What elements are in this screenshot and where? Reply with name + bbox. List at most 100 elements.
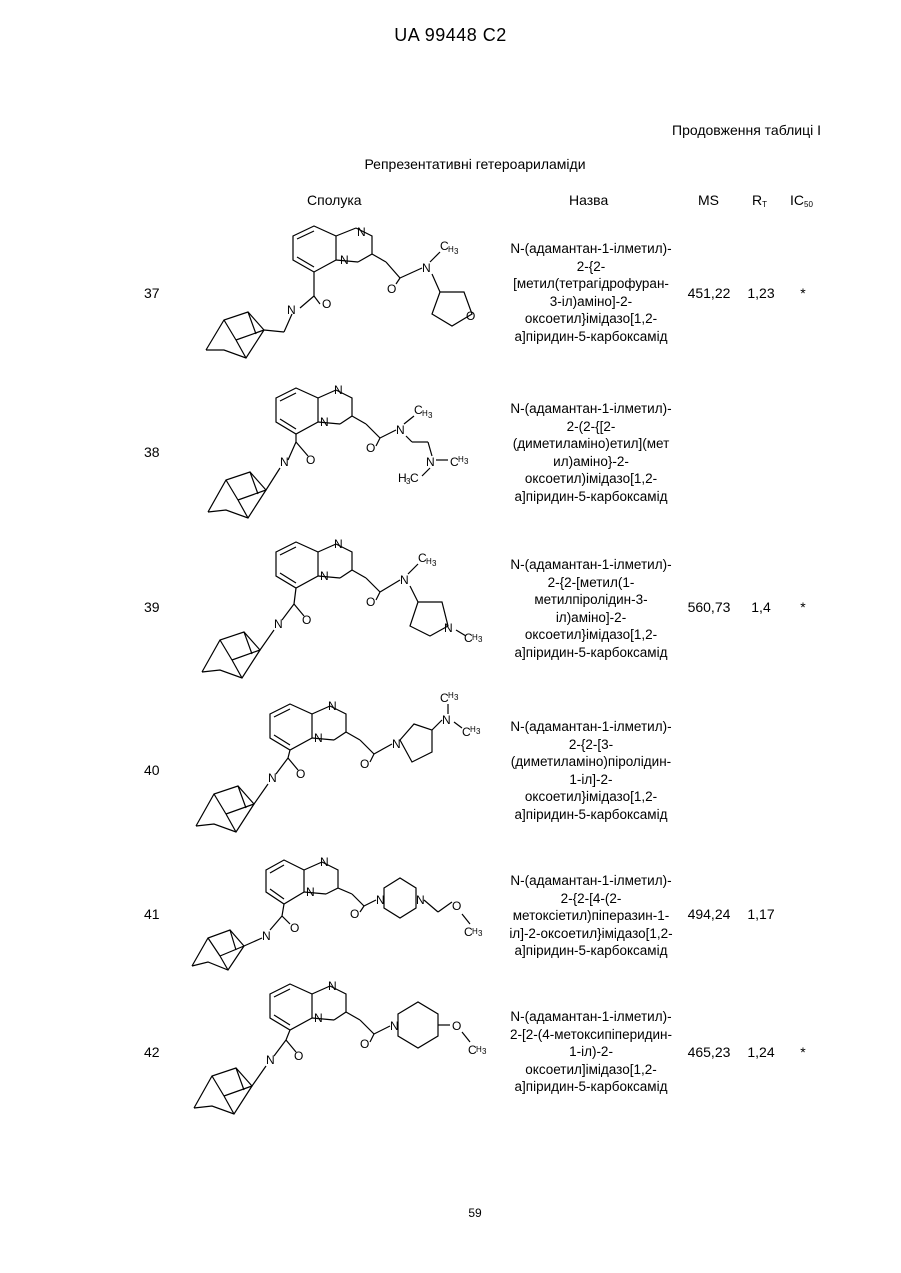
row-number: 42 (144, 1044, 160, 1060)
svg-text:N: N (416, 893, 425, 907)
compound-name-line: N-(адамантан-1-ілметил)- (486, 872, 696, 890)
compound-name-line: a]піридин-5-карбоксамід (486, 1078, 696, 1096)
compound-name-line: 2-{2-[3- (486, 736, 696, 754)
svg-text:N: N (320, 569, 329, 583)
compound-name: N-(адамантан-1-ілметил)-2-{2-[3-(диметил… (486, 718, 696, 823)
compound-name-line: іл)аміно]-2- (486, 609, 696, 627)
svg-text:N: N (376, 893, 385, 907)
compound-name-line: оксоетил]імідазо[1,2- (486, 1061, 696, 1079)
compound-name: N-(адамантан-1-ілметил)-2-{2-[метил(1-ме… (486, 556, 696, 661)
svg-text:O: O (387, 282, 396, 296)
svg-text:3: 3 (454, 693, 459, 702)
compound-name-line: 1-іл]-2- (486, 771, 696, 789)
svg-text:O: O (296, 767, 305, 781)
compound-name: N-(адамантан-1-ілметил)-2-[2-(4-метоксип… (486, 1008, 696, 1096)
svg-text:O: O (302, 613, 311, 627)
svg-text:O: O (290, 921, 299, 935)
svg-text:N: N (274, 617, 283, 631)
svg-text:O: O (360, 757, 369, 771)
compound-name-line: оксоетил}імідазо[1,2- (486, 626, 696, 644)
column-header-rt: RT (752, 192, 767, 209)
svg-text:O: O (452, 1019, 461, 1033)
svg-text:N: N (280, 455, 289, 469)
svg-text:N: N (426, 455, 435, 469)
svg-text:N: N (340, 253, 349, 267)
svg-text:N: N (328, 699, 337, 713)
compound-name-line: N-(адамантан-1-ілметил)- (486, 718, 696, 736)
rt-value: 1,23 (736, 285, 786, 301)
svg-text:O: O (452, 899, 461, 913)
svg-text:N: N (400, 573, 409, 587)
compound-name-line: (диметиламіно)етил](мет (486, 435, 696, 453)
svg-text:C: C (410, 471, 419, 485)
structure-40: N O NN O N N CH3 CH3 (186, 690, 496, 840)
page-number: 59 (0, 1206, 901, 1220)
compound-name-line: a]піридин-5-карбоксамід (486, 942, 696, 960)
svg-text:3: 3 (454, 247, 459, 256)
rt-value: 1,17 (736, 906, 786, 922)
rt-value: 1,24 (736, 1044, 786, 1060)
compound-name-line: 2-{2-[метил(1- (486, 574, 696, 592)
row-number: 41 (144, 906, 160, 922)
compound-name-line: N-(адамантан-1-ілметил)- (486, 556, 696, 574)
compound-name: N-(адамантан-1-ілметил)-2-(2-{[2-(димети… (486, 400, 696, 505)
row-number: 38 (144, 444, 160, 460)
ms-value: 494,24 (678, 906, 740, 922)
svg-text:N: N (287, 303, 296, 317)
compound-name-line: метилпіролідин-3- (486, 591, 696, 609)
svg-text:O: O (360, 1037, 369, 1051)
svg-text:N: N (268, 771, 277, 785)
svg-text:O: O (294, 1049, 303, 1063)
svg-text:N: N (334, 383, 343, 397)
svg-text:O: O (322, 297, 331, 311)
svg-text:3: 3 (476, 727, 481, 736)
structure-37: N O NN O N CH3 O (196, 222, 486, 362)
compound-name-line: [метил(тетрагідрофуран- (486, 275, 696, 293)
compound-name-line: a]піридин-5-карбоксамід (486, 488, 696, 506)
svg-text:N: N (314, 1011, 323, 1025)
row-number: 40 (144, 762, 160, 778)
structure-42: N O NN O N O CH3 (186, 980, 496, 1120)
svg-text:N: N (314, 731, 323, 745)
column-header-ms: MS (698, 192, 719, 208)
table-title: Репрезентативні гетероариламіди (0, 156, 901, 172)
svg-text:N: N (266, 1053, 275, 1067)
svg-text:N: N (444, 621, 453, 635)
compound-name-line: 2-(2-{[2- (486, 418, 696, 436)
svg-text:N: N (392, 737, 401, 751)
svg-text:3: 3 (482, 1047, 487, 1056)
svg-text:N: N (306, 885, 315, 899)
ms-value: 560,73 (678, 599, 740, 615)
ms-value: 465,23 (678, 1044, 740, 1060)
svg-text:N: N (328, 980, 337, 993)
structure-41: N O NN O N N O CH3 (186, 852, 496, 972)
svg-text:N: N (390, 1019, 399, 1033)
compound-name: N-(адамантан-1-ілметил)-2-{2-[метил(тетр… (486, 240, 696, 345)
svg-text:3: 3 (478, 929, 483, 938)
document-id: UA 99448 C2 (0, 25, 901, 46)
row-number: 39 (144, 599, 160, 615)
svg-text:N: N (320, 855, 329, 869)
svg-text:O: O (350, 907, 359, 921)
compound-name-line: a]піридин-5-карбоксамід (486, 328, 696, 346)
compound-name-line: 3-іл)аміно]-2- (486, 293, 696, 311)
svg-text:3: 3 (478, 635, 483, 644)
compound-name-line: іл]-2-оксоетил}імідазо[1,2- (486, 925, 696, 943)
svg-text:N: N (396, 423, 405, 437)
svg-text:O: O (306, 453, 315, 467)
compound-name-line: метоксіетил)піперазин-1- (486, 907, 696, 925)
svg-text:3: 3 (428, 411, 433, 420)
svg-text:O: O (466, 309, 475, 323)
row-number: 37 (144, 285, 160, 301)
structure-38: N O NN O N CH3 N CH3 H3C (196, 380, 486, 525)
compound-name-line: a]піридин-5-карбоксамід (486, 644, 696, 662)
compound-name-line: 2-{2- (486, 258, 696, 276)
ic50-value: * (780, 1044, 826, 1060)
svg-text:O: O (366, 595, 375, 609)
compound-name-line: ил)аміно}-2- (486, 453, 696, 471)
compound-name-line: 1-іл)-2- (486, 1043, 696, 1061)
compound-name: N-(адамантан-1-ілметил)-2-{2-[4-(2-меток… (486, 872, 696, 960)
adamantane-cage (206, 312, 264, 358)
table-continuation-label: Продовження таблиці I (672, 122, 821, 138)
column-header-name: Назва (569, 192, 608, 208)
